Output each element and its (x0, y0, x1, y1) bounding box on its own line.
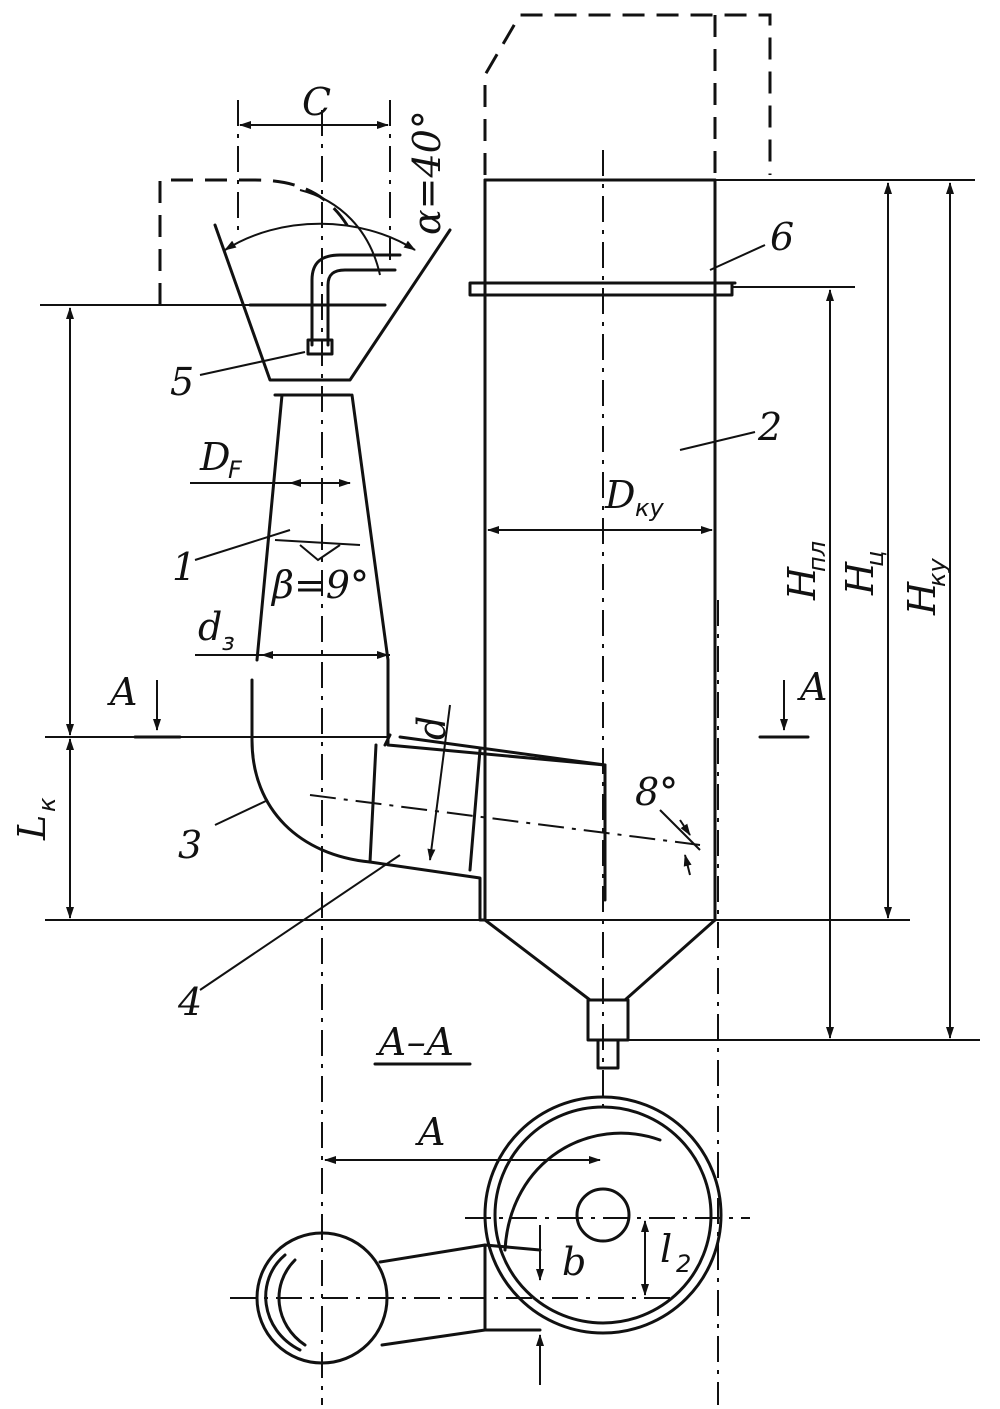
label-d3-sub: з (222, 628, 235, 656)
label-d: d (410, 716, 454, 740)
label-part-4: 4 (177, 980, 202, 1024)
label-part-3: 3 (178, 823, 202, 867)
label-section-a-right: A (797, 665, 827, 709)
label-l2: l (660, 1227, 672, 1271)
labels: C α=40° 6 5 2 D F D ку 1 β=9° d з A A d … (10, 80, 951, 1284)
label-b: b (562, 1240, 586, 1284)
label-lk: L (10, 815, 54, 841)
section-aa (230, 1062, 750, 1385)
label-d3: d (198, 605, 222, 649)
label-part-1: 1 (172, 545, 196, 589)
label-df-sub: F (228, 456, 243, 484)
label-hky-sub: ку (923, 558, 951, 587)
label-hpl-sub: пл (803, 541, 831, 572)
label-beta: β=9° (270, 563, 369, 607)
label-part-2: 2 (757, 405, 782, 449)
label-hpl: H (780, 566, 824, 601)
label-hc: H (838, 561, 882, 596)
label-section-a-left: A (107, 670, 137, 714)
label-c: C (302, 80, 331, 124)
label-dky: D (604, 473, 635, 517)
label-l2-sub: 2 (676, 1250, 691, 1278)
label-section-aa: А–А (375, 1020, 455, 1064)
label-lk-sub: к (33, 797, 61, 812)
cyclone-body (468, 13, 772, 1405)
label-dky-sub: ку (635, 494, 664, 522)
dimension-lines (40, 121, 980, 1041)
label-hky: H (900, 581, 944, 616)
label-hc-sub: ц (861, 551, 889, 567)
label-part-6: 6 (770, 215, 794, 259)
label-8deg: 8° (635, 770, 678, 814)
label-df: D (199, 435, 230, 479)
label-alpha: α=40° (405, 110, 449, 235)
label-part-5: 5 (170, 360, 194, 404)
label-dim-a: A (415, 1110, 445, 1154)
feed-assembly (158, 100, 701, 1405)
